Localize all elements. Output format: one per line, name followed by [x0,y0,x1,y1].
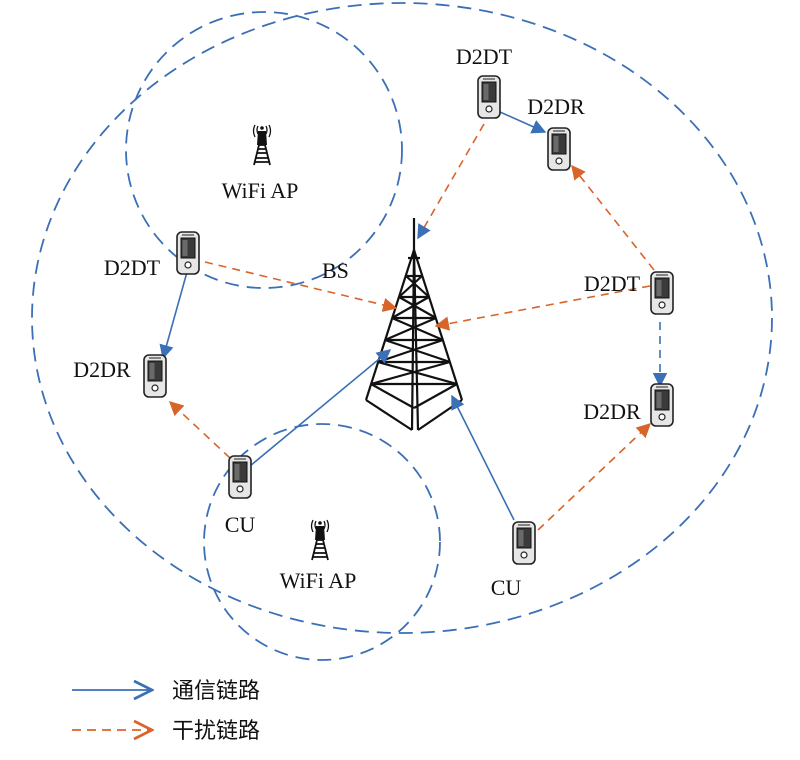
comm-link-d2dt-top-to-d2dr-top [499,111,547,134]
interf-link-cu-bottom-to-d2dr-right [537,423,652,531]
interf-link-d2dt-left-to-bs [204,261,398,312]
interference-links [168,123,655,531]
interf-link-d2dt-right-to-d2dr-top [571,164,655,271]
wifi-ap-bottom-label: WiFi AP [280,568,357,593]
comm-link-cu-left-to-bs [249,349,392,467]
d2dr-right-phone-icon [650,383,674,427]
d2dt-top-right-label: D2DT [456,44,513,69]
wifi-ap-top-label: WiFi AP [222,178,299,203]
comm-link-cu-bottom-to-bs [451,394,515,521]
legend-interference-label: 干扰链路 [172,719,260,744]
base-station-tower-icon [364,218,464,431]
comm-link-d2dt-left-to-d2dr-left [159,271,188,360]
interf-link-cu-left-to-d2dr-left [168,401,231,459]
interf-link-d2dt-top-to-bs [417,123,485,240]
d2dt-left-phone-icon [176,231,200,275]
d2dr-left-phone-icon [143,354,167,398]
d2dr-top-right-label: D2DR [527,94,585,119]
d2dt-top-right-phone-icon [477,75,501,119]
cu-bottom-phone-icon [512,521,536,565]
bs-coverage-area [31,2,773,634]
d2dt-right-phone-icon [650,271,674,315]
cu-bottom-label: CU [491,575,522,600]
legend-communication-label: 通信链路 [172,679,260,704]
wifi-ap-tower-icon-bottom [310,519,330,561]
cu-left-label: CU [225,512,256,537]
wifi-ap-tower-icon-top [252,124,272,166]
wifi-coverage-bottom [203,423,441,661]
wifi-coverage-top [125,11,403,289]
d2dt-right-label: D2DT [584,271,641,296]
d2dt-left-label: D2DT [104,255,161,280]
d2dr-left-label: D2DR [73,357,131,382]
d2dr-right-label: D2DR [583,399,641,424]
legend: 通信链路 干扰链路 [72,679,260,744]
communication-links [159,111,668,521]
bs-label: BS [322,258,349,283]
cu-left-phone-icon [228,455,252,499]
d2dr-top-right-phone-icon [547,127,571,171]
